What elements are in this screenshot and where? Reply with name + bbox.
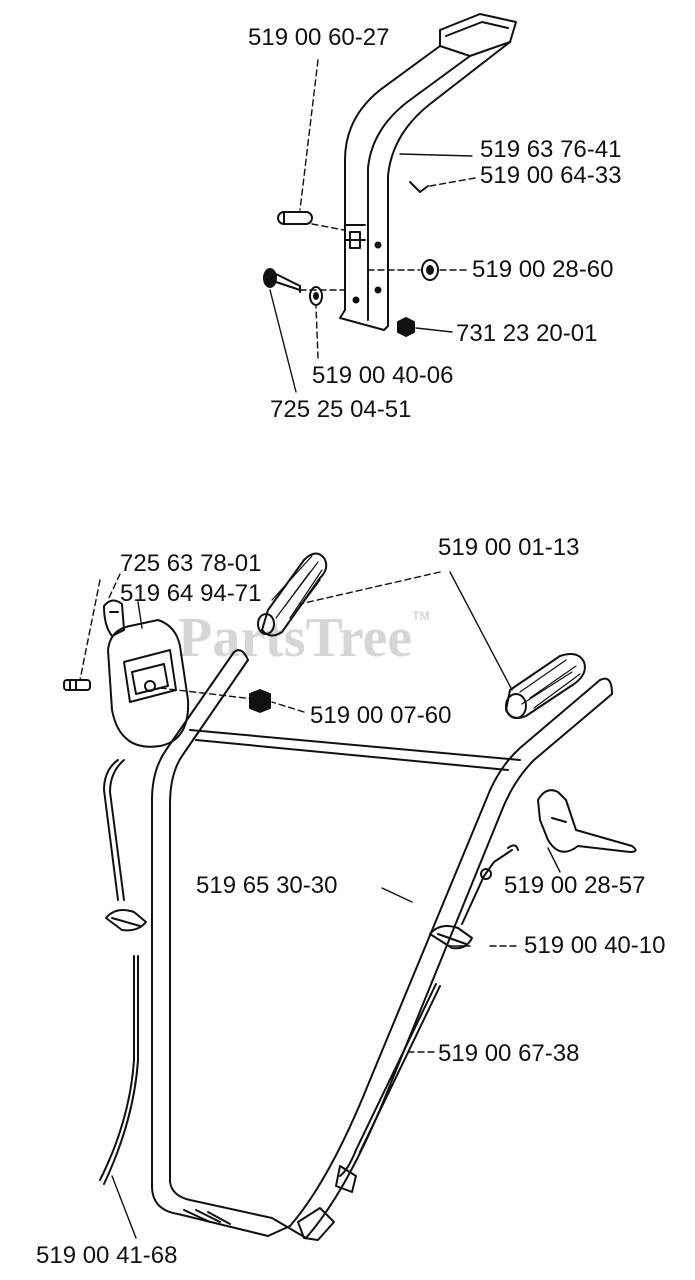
throttle-lever-part bbox=[537, 789, 637, 853]
cable-left bbox=[99, 759, 139, 1185]
trademark-mark: TM bbox=[412, 609, 430, 623]
cable-right bbox=[297, 844, 519, 1241]
upper-handle-bracket bbox=[339, 13, 517, 331]
label-cable-clip-right: 519 00 40-10 bbox=[524, 932, 666, 959]
lower-leaders bbox=[79, 571, 561, 1239]
cable-clip-right-part bbox=[429, 925, 473, 950]
label-nut: 731 23 20-01 bbox=[456, 320, 598, 347]
label-pin: 519 00 60-27 bbox=[248, 24, 390, 51]
clip-part bbox=[409, 181, 429, 193]
nut-part bbox=[397, 317, 415, 337]
cable-clip-left-part bbox=[105, 909, 147, 932]
grip-right bbox=[505, 653, 586, 719]
washer-left-part bbox=[309, 286, 323, 306]
label-handle: 519 65 30-30 bbox=[196, 872, 338, 899]
control-nut-part bbox=[249, 689, 271, 713]
main-handle bbox=[151, 649, 613, 1239]
label-washer-right: 519 00 28-60 bbox=[472, 256, 614, 283]
washer-right-part bbox=[421, 259, 439, 281]
watermark-text: PartsTree bbox=[178, 607, 413, 669]
label-bracket: 519 63 76-41 bbox=[480, 136, 622, 163]
label-control-box: 519 64 94-71 bbox=[120, 580, 262, 607]
label-grips: 519 00 01-13 bbox=[438, 534, 580, 561]
pin-part bbox=[277, 211, 313, 225]
label-control-nut: 519 00 07-60 bbox=[310, 702, 452, 729]
label-cable-left: 519 00 41-68 bbox=[36, 1242, 178, 1269]
bolt-part bbox=[263, 268, 301, 293]
control-box bbox=[103, 599, 190, 748]
label-clip: 519 00 64-33 bbox=[480, 162, 622, 189]
watermark: PartsTreeTM bbox=[178, 610, 430, 666]
upper-leaders bbox=[269, 59, 476, 393]
label-cable-right: 519 00 67-38 bbox=[438, 1040, 580, 1067]
screw-part bbox=[63, 679, 91, 691]
label-throttle-lever: 519 00 28-57 bbox=[504, 872, 646, 899]
label-washer-left: 519 00 40-06 bbox=[312, 362, 454, 389]
label-bolt: 725 25 04-51 bbox=[270, 396, 412, 423]
grip-left bbox=[257, 552, 328, 637]
label-screw: 725 63 78-01 bbox=[120, 550, 262, 577]
